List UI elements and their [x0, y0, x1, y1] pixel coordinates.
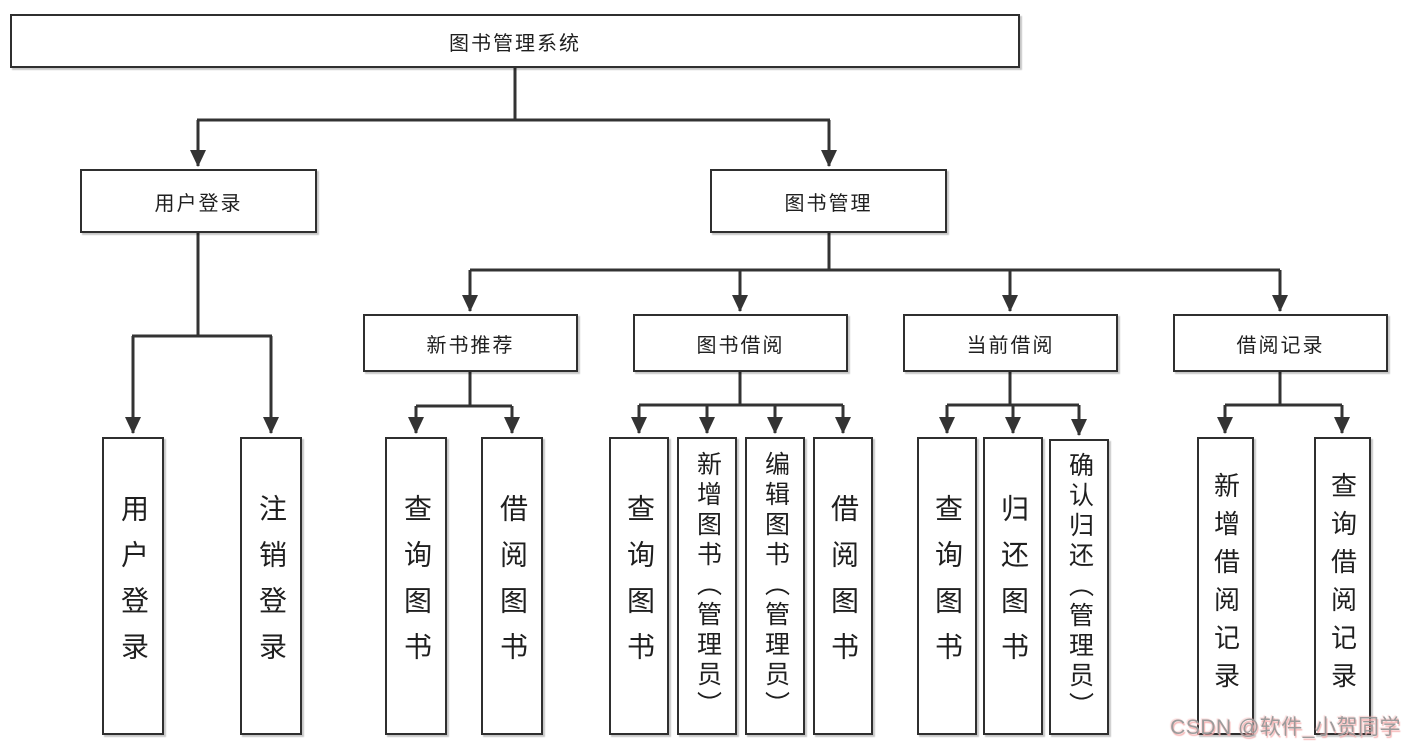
leaf-bb-borrow-book: 借阅图书: [813, 437, 873, 735]
node-user-login: 用户登录: [80, 169, 317, 233]
leaf-nb-query-book: 查询图书: [385, 437, 447, 735]
leaf-bb-edit-book-admin: 编辑图书（管理员）: [745, 437, 805, 735]
leaf-cb-query-book: 查询图书: [917, 437, 977, 735]
csdn-watermark: CSDN @软件_小贺同学: [1170, 716, 1401, 739]
leaf-cb-return-book: 归还图书: [983, 437, 1043, 735]
connectors: [125, 68, 1350, 436]
leaf-br-add-record: 新增借阅记录: [1197, 437, 1254, 735]
node-current-borrow: 当前借阅: [903, 314, 1118, 372]
node-book-borrow: 图书借阅: [633, 314, 848, 372]
leaf-bb-add-book-admin: 新增图书（管理员）: [677, 437, 737, 735]
leaf-cb-confirm-return-admin: 确认归还（管理员）: [1049, 439, 1109, 735]
node-root-library-system: 图书管理系统: [10, 14, 1020, 68]
node-new-book-recommend: 新书推荐: [363, 314, 578, 372]
leaf-user-login: 用户登录: [102, 437, 164, 735]
leaf-nb-borrow-book: 借阅图书: [481, 437, 543, 735]
leaf-br-query-record: 查询借阅记录: [1314, 437, 1371, 735]
leaf-logout: 注销登录: [240, 437, 302, 735]
node-borrow-record: 借阅记录: [1173, 314, 1388, 372]
leaf-bb-query-book: 查询图书: [609, 437, 669, 735]
node-book-management: 图书管理: [710, 169, 947, 233]
